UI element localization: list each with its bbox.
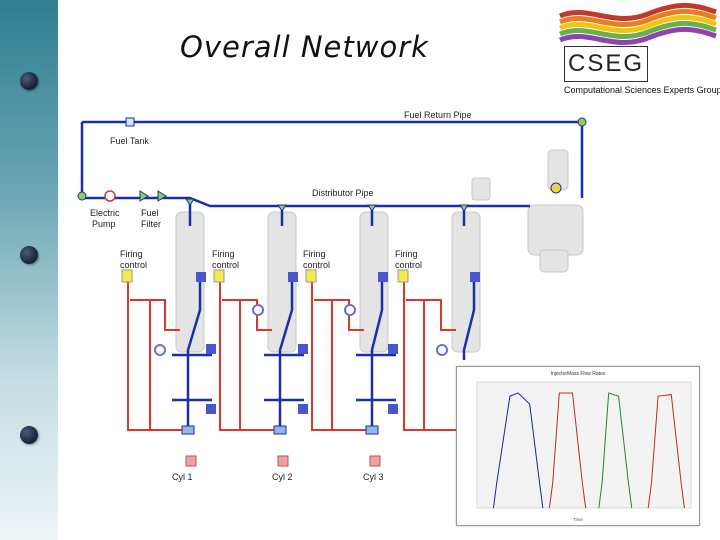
pump-icon — [104, 190, 116, 202]
chart-series-line-2 — [548, 392, 587, 509]
label-distributor-pipe: Distributor Pipe — [312, 188, 374, 198]
label-firing-control-3-b: control — [303, 260, 330, 270]
label-firing-control-1-b: control — [120, 260, 147, 270]
label-firing-control-2-b: control — [212, 260, 239, 270]
label-cyl-1: Cyl 1 — [172, 472, 193, 482]
label-fuel-return-pipe: Fuel Return Pipe — [404, 110, 472, 120]
bullet-point — [20, 72, 38, 90]
label-pump-line-2: Pump — [92, 219, 116, 229]
logo-waves-icon — [559, 2, 717, 45]
label-pump-line-1: Electric — [90, 208, 120, 218]
logo-box — [564, 46, 648, 82]
label-filter-line-2: Filter — [141, 219, 161, 229]
label-firing-control-2-a: Firing — [212, 249, 235, 259]
flow-rate-chart-svg: InjectorMass Flow Rates Time — [457, 367, 699, 525]
logo-subtitle: Computational Sciences Experts Group — [564, 85, 720, 95]
bullet-point — [20, 426, 38, 444]
label-firing-control-1-a: Firing — [120, 249, 143, 259]
chart-title: InjectorMass Flow Rates — [551, 371, 606, 377]
label-cyl-2: Cyl 2 — [272, 472, 293, 482]
logo-wordmark: CSEG — [568, 50, 645, 77]
chart-x-label: Time — [573, 517, 583, 522]
label-fuel-tank: Fuel Tank — [110, 136, 149, 146]
slide-title: Overall Network — [180, 30, 429, 64]
cseg-logo: CSEG Computational Sciences Experts Grou… — [558, 2, 720, 97]
label-firing-control-4-a: Firing — [395, 249, 418, 259]
flow-rate-chart: InjectorMass Flow Rates Time — [456, 366, 700, 526]
chart-series-line-4 — [647, 394, 685, 509]
chart-series-line-3 — [598, 392, 633, 509]
label-firing-control-3-a: Firing — [303, 249, 326, 259]
chart-plot-area — [476, 381, 692, 509]
decorative-sidebar — [0, 0, 58, 540]
v-blocks — [121, 269, 480, 467]
bullet-point — [20, 246, 38, 264]
control-signals — [127, 282, 456, 431]
pipe-junctions — [77, 117, 587, 212]
label-firing-control-4-b: control — [395, 260, 422, 270]
chart-series-line-1 — [492, 392, 544, 509]
label-filter-line-1: Fuel — [141, 208, 159, 218]
label-cyl-3: Cyl 3 — [363, 472, 384, 482]
injector-bodies — [175, 149, 584, 353]
filter-icon — [139, 190, 149, 202]
